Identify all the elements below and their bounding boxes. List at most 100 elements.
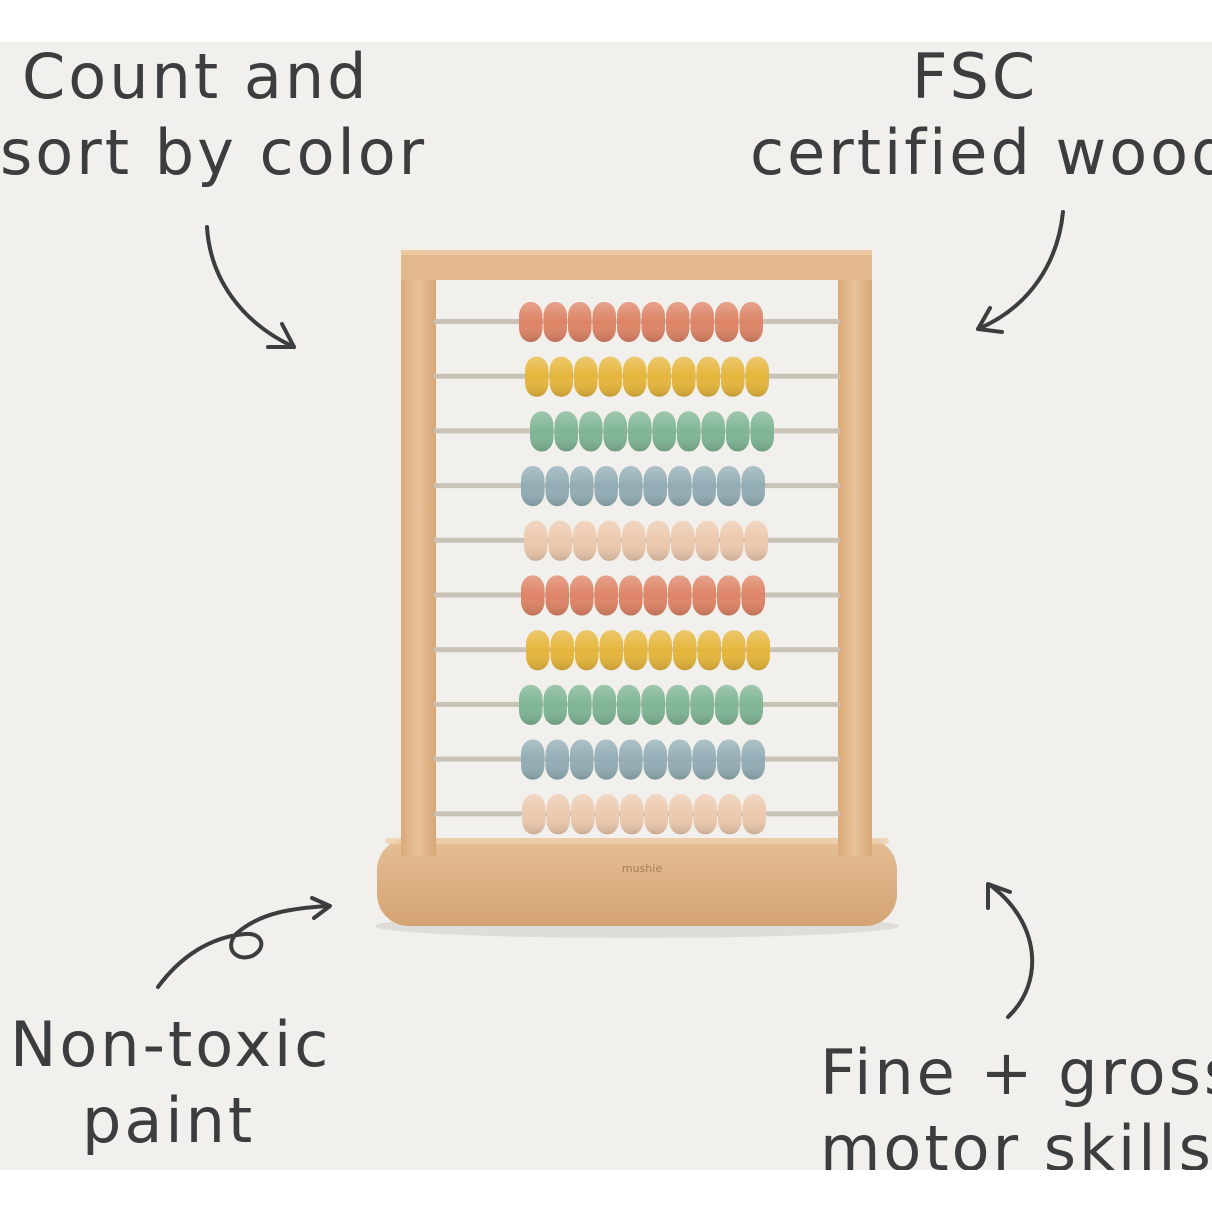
abacus-bead[interactable] xyxy=(647,356,672,397)
abacus-bead[interactable] xyxy=(571,794,595,835)
abacus-bead[interactable] xyxy=(570,466,594,507)
abacus-bead[interactable] xyxy=(617,302,641,342)
abacus-bead[interactable] xyxy=(549,356,574,397)
abacus-bead[interactable] xyxy=(741,466,766,507)
abacus-bead[interactable] xyxy=(522,794,546,835)
abacus-bead[interactable] xyxy=(619,466,643,507)
abacus-bead[interactable] xyxy=(622,520,646,561)
abacus-bead[interactable] xyxy=(721,356,745,397)
abacus-bead[interactable] xyxy=(628,411,652,452)
abacus-bead[interactable] xyxy=(741,575,766,616)
abacus-bead[interactable] xyxy=(744,520,769,561)
abacus-bead[interactable] xyxy=(692,739,717,780)
abacus-bead[interactable] xyxy=(701,411,726,452)
abacus-bead[interactable] xyxy=(519,684,543,725)
abacus-bead[interactable] xyxy=(652,411,677,452)
abacus-bead[interactable] xyxy=(568,302,592,342)
abacus-bead[interactable] xyxy=(690,684,715,725)
abacus-bead[interactable] xyxy=(579,411,603,452)
abacus-bead[interactable] xyxy=(722,630,746,671)
abacus-bead[interactable] xyxy=(646,520,671,561)
abacus-bead[interactable] xyxy=(599,630,624,671)
abacus-bead[interactable] xyxy=(669,794,693,835)
abacus-bead[interactable] xyxy=(624,630,648,671)
abacus-bead[interactable] xyxy=(745,356,770,397)
abacus-bead[interactable] xyxy=(746,630,771,671)
abacus-bead[interactable] xyxy=(545,466,570,507)
abacus-bead[interactable] xyxy=(570,575,594,616)
abacus-bead[interactable] xyxy=(521,466,545,507)
abacus-bead[interactable] xyxy=(726,411,750,452)
abacus-bead[interactable] xyxy=(524,520,548,561)
abacus-bead[interactable] xyxy=(750,411,775,452)
abacus-bead[interactable] xyxy=(739,684,764,725)
abacus-bead[interactable] xyxy=(644,794,669,835)
abacus-bead[interactable] xyxy=(739,302,764,342)
abacus-bead[interactable] xyxy=(575,630,599,671)
abacus-bead[interactable] xyxy=(641,302,666,342)
abacus-bead[interactable] xyxy=(548,520,573,561)
abacus-bead[interactable] xyxy=(673,630,697,671)
abacus-bead[interactable] xyxy=(677,411,701,452)
abacus-bead[interactable] xyxy=(715,684,739,725)
abacus-bead[interactable] xyxy=(521,739,545,780)
abacus-bead[interactable] xyxy=(594,466,619,507)
abacus-bead[interactable] xyxy=(546,794,571,835)
abacus-bead[interactable] xyxy=(619,575,643,616)
abacus-bead[interactable] xyxy=(692,466,717,507)
abacus-bead[interactable] xyxy=(543,684,568,725)
abacus-bead[interactable] xyxy=(597,520,622,561)
abacus-bead[interactable] xyxy=(526,630,550,671)
abacus-bead[interactable] xyxy=(697,630,722,671)
abacus-bead[interactable] xyxy=(603,411,628,452)
abacus-bead[interactable] xyxy=(641,684,666,725)
abacus-bead[interactable] xyxy=(574,356,598,397)
abacus-bead[interactable] xyxy=(668,466,692,507)
abacus-bead[interactable] xyxy=(643,739,668,780)
abacus-bead[interactable] xyxy=(530,411,554,452)
abacus-bead[interactable] xyxy=(620,794,644,835)
abacus-bead[interactable] xyxy=(695,520,720,561)
abacus-bead[interactable] xyxy=(550,630,575,671)
abacus-bead[interactable] xyxy=(648,630,673,671)
abacus-bead[interactable] xyxy=(668,739,692,780)
abacus-bead[interactable] xyxy=(718,794,742,835)
abacus-bead[interactable] xyxy=(643,575,668,616)
abacus-bead[interactable] xyxy=(720,520,744,561)
abacus-bead[interactable] xyxy=(690,302,715,342)
abacus-bead[interactable] xyxy=(519,302,543,342)
abacus-bead[interactable] xyxy=(521,575,545,616)
abacus-bead[interactable] xyxy=(592,302,617,342)
abacus-bead[interactable] xyxy=(543,302,568,342)
abacus-bead[interactable] xyxy=(666,684,690,725)
abacus-bead[interactable] xyxy=(717,739,741,780)
abacus-bead[interactable] xyxy=(717,575,741,616)
abacus-bead[interactable] xyxy=(598,356,623,397)
abacus-bead[interactable] xyxy=(742,794,767,835)
abacus-bead[interactable] xyxy=(545,739,570,780)
abacus-bead[interactable] xyxy=(619,739,643,780)
abacus-bead[interactable] xyxy=(643,466,668,507)
abacus-bead[interactable] xyxy=(696,356,721,397)
abacus-bead[interactable] xyxy=(692,575,717,616)
abacus-bead[interactable] xyxy=(554,411,579,452)
abacus-bead[interactable] xyxy=(573,520,597,561)
abacus-bead[interactable] xyxy=(693,794,718,835)
abacus-bead[interactable] xyxy=(715,302,739,342)
abacus-bead[interactable] xyxy=(592,684,617,725)
abacus-bead[interactable] xyxy=(525,356,549,397)
abacus-bead[interactable] xyxy=(594,575,619,616)
abacus-bead[interactable] xyxy=(623,356,647,397)
abacus-bead[interactable] xyxy=(671,520,695,561)
abacus-bead[interactable] xyxy=(672,356,696,397)
abacus-bead[interactable] xyxy=(545,575,570,616)
abacus-bead[interactable] xyxy=(568,684,592,725)
abacus-bead[interactable] xyxy=(617,684,641,725)
abacus-bead[interactable] xyxy=(570,739,594,780)
abacus-bead[interactable] xyxy=(717,466,741,507)
abacus-bead[interactable] xyxy=(666,302,690,342)
abacus-bead[interactable] xyxy=(668,575,692,616)
abacus-bead[interactable] xyxy=(595,794,620,835)
abacus-bead[interactable] xyxy=(594,739,619,780)
abacus-bead[interactable] xyxy=(741,739,766,780)
